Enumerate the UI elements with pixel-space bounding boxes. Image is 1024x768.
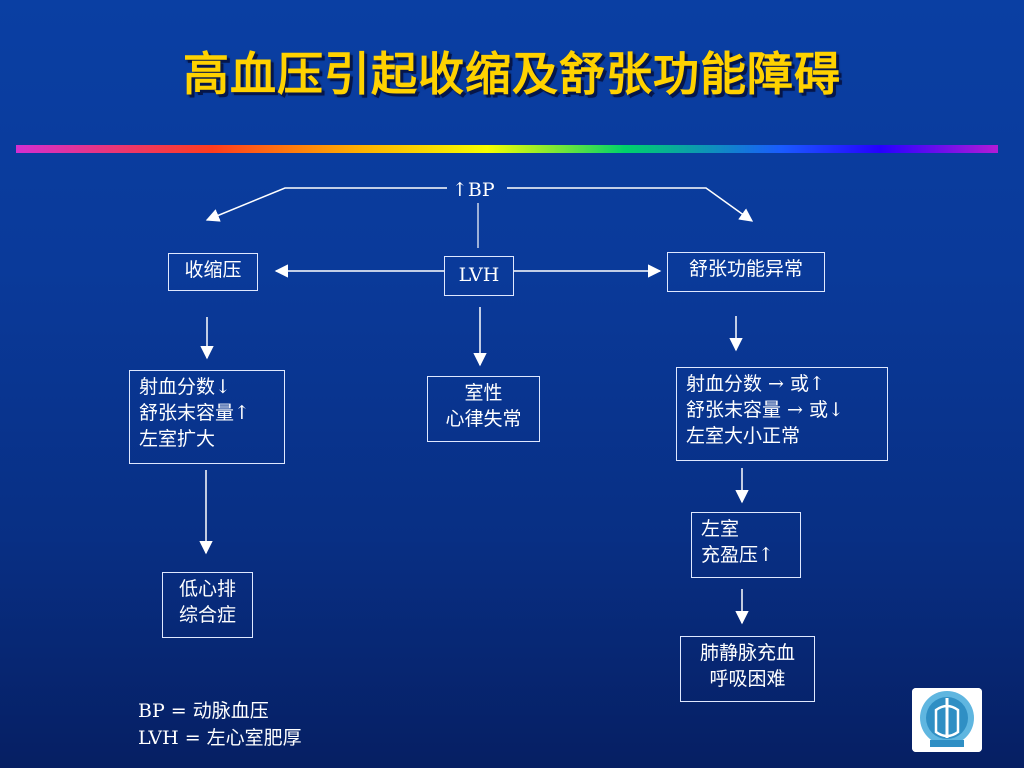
low-output-node: 低心排 综合症 xyxy=(162,572,253,638)
diastolic-effect-1: 射血分数 → 或↑ xyxy=(686,373,825,395)
hospital-logo-icon xyxy=(912,688,982,752)
systolic-label: 收缩压 xyxy=(184,259,242,281)
filling-pressure-node: 左室 充盈压↑ xyxy=(691,512,801,578)
arrow-bp-to-diastolic xyxy=(507,187,754,222)
diastolic-effects-node: 射血分数 → 或↑ 舒张末容量 → 或↓ 左室大小正常 xyxy=(676,367,888,461)
systolic-effect-1: 射血分数↓ xyxy=(139,376,231,398)
legend-lvh: LVH = 左心室肥厚 xyxy=(138,727,302,749)
pulmonary-node: 肺静脉充血 呼吸困难 xyxy=(680,636,815,702)
systolic-node: 收缩压 xyxy=(168,253,258,291)
systolic-effects-node: 射血分数↓ 舒张末容量↑ 左室扩大 xyxy=(129,370,285,464)
lvh-node: LVH xyxy=(444,256,514,296)
diastolic-node: 舒张功能异常 xyxy=(667,252,825,292)
pulmonary-line-1: 肺静脉充血 xyxy=(699,642,795,664)
low-output-line-2: 综合症 xyxy=(178,604,236,626)
low-output-line-1: 低心排 xyxy=(178,578,236,600)
rainbow-divider xyxy=(16,145,998,153)
bp-node: ↑BP xyxy=(452,179,495,201)
arrow-bp-to-systolic xyxy=(205,187,447,222)
systolic-effect-3: 左室扩大 xyxy=(139,428,216,450)
arrhythmia-line-2: 心律失常 xyxy=(445,408,522,430)
lvh-label: LVH xyxy=(458,264,500,286)
pulmonary-line-2: 呼吸困难 xyxy=(709,668,786,690)
diastolic-effect-3: 左室大小正常 xyxy=(686,425,801,447)
diastolic-effect-2: 舒张末容量 → 或↓ xyxy=(686,399,844,421)
legend-bp: BP = 动脉血压 xyxy=(138,700,269,722)
filling-line-2: 充盈压↑ xyxy=(701,544,774,566)
filling-line-1: 左室 xyxy=(701,518,740,540)
systolic-effect-2: 舒张末容量↑ xyxy=(139,402,250,424)
diastolic-label: 舒张功能异常 xyxy=(688,258,803,280)
abbreviation-legend: BP = 动脉血压 LVH = 左心室肥厚 xyxy=(138,698,302,752)
slide-title: 高血压引起收缩及舒张功能障碍 xyxy=(183,47,841,101)
arrhythmia-line-1: 室性 xyxy=(464,382,503,404)
arrhythmia-node: 室性 心律失常 xyxy=(427,376,540,442)
